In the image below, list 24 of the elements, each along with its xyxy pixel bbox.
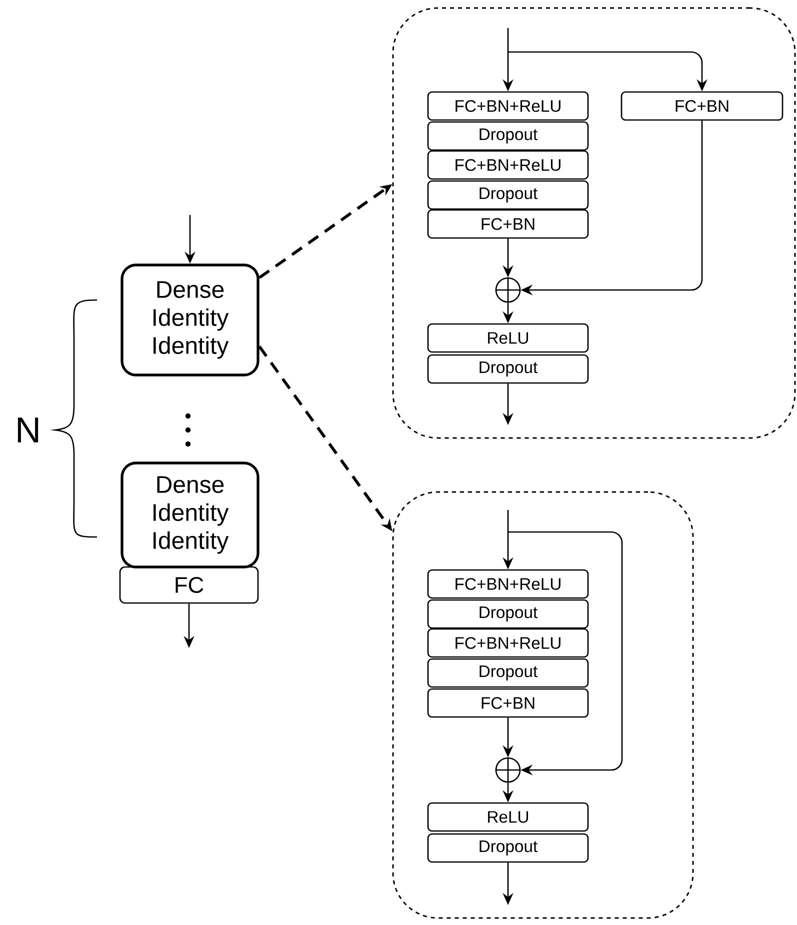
sum-symbol: [495, 757, 521, 783]
layer-box: ReLU: [427, 323, 589, 353]
dashed-panel: [392, 491, 694, 919]
layer-block: Dense Identity Identity: [120, 264, 260, 376]
layer-box: ReLU: [427, 802, 589, 832]
layer-box: FC+BN: [427, 209, 589, 239]
layer-box: FC+BN: [427, 688, 589, 718]
sum-symbol: [495, 277, 521, 303]
layer-box: FC+BN+ReLU: [427, 628, 589, 658]
arrow: [508, 531, 623, 776]
layer-box: FC+BN+ReLU: [427, 150, 589, 180]
layer-block: Dense Identity Identity: [120, 462, 260, 568]
layer-box: Dropout: [427, 658, 589, 688]
layer-box: FC: [119, 566, 259, 604]
layer-box: Dropout: [427, 599, 589, 629]
layer-box: Dropout: [427, 354, 589, 384]
layer-box: Dropout: [427, 833, 589, 863]
brace-label: N: [18, 418, 38, 442]
layer-box: FC+BN+ReLU: [427, 91, 589, 121]
layer-box: FC+BN+ReLU: [427, 569, 589, 599]
layer-box: Dropout: [427, 180, 589, 210]
dashed-panel: [392, 7, 796, 439]
layer-box: Dropout: [427, 121, 589, 151]
layer-box: FC+BN: [620, 91, 784, 121]
